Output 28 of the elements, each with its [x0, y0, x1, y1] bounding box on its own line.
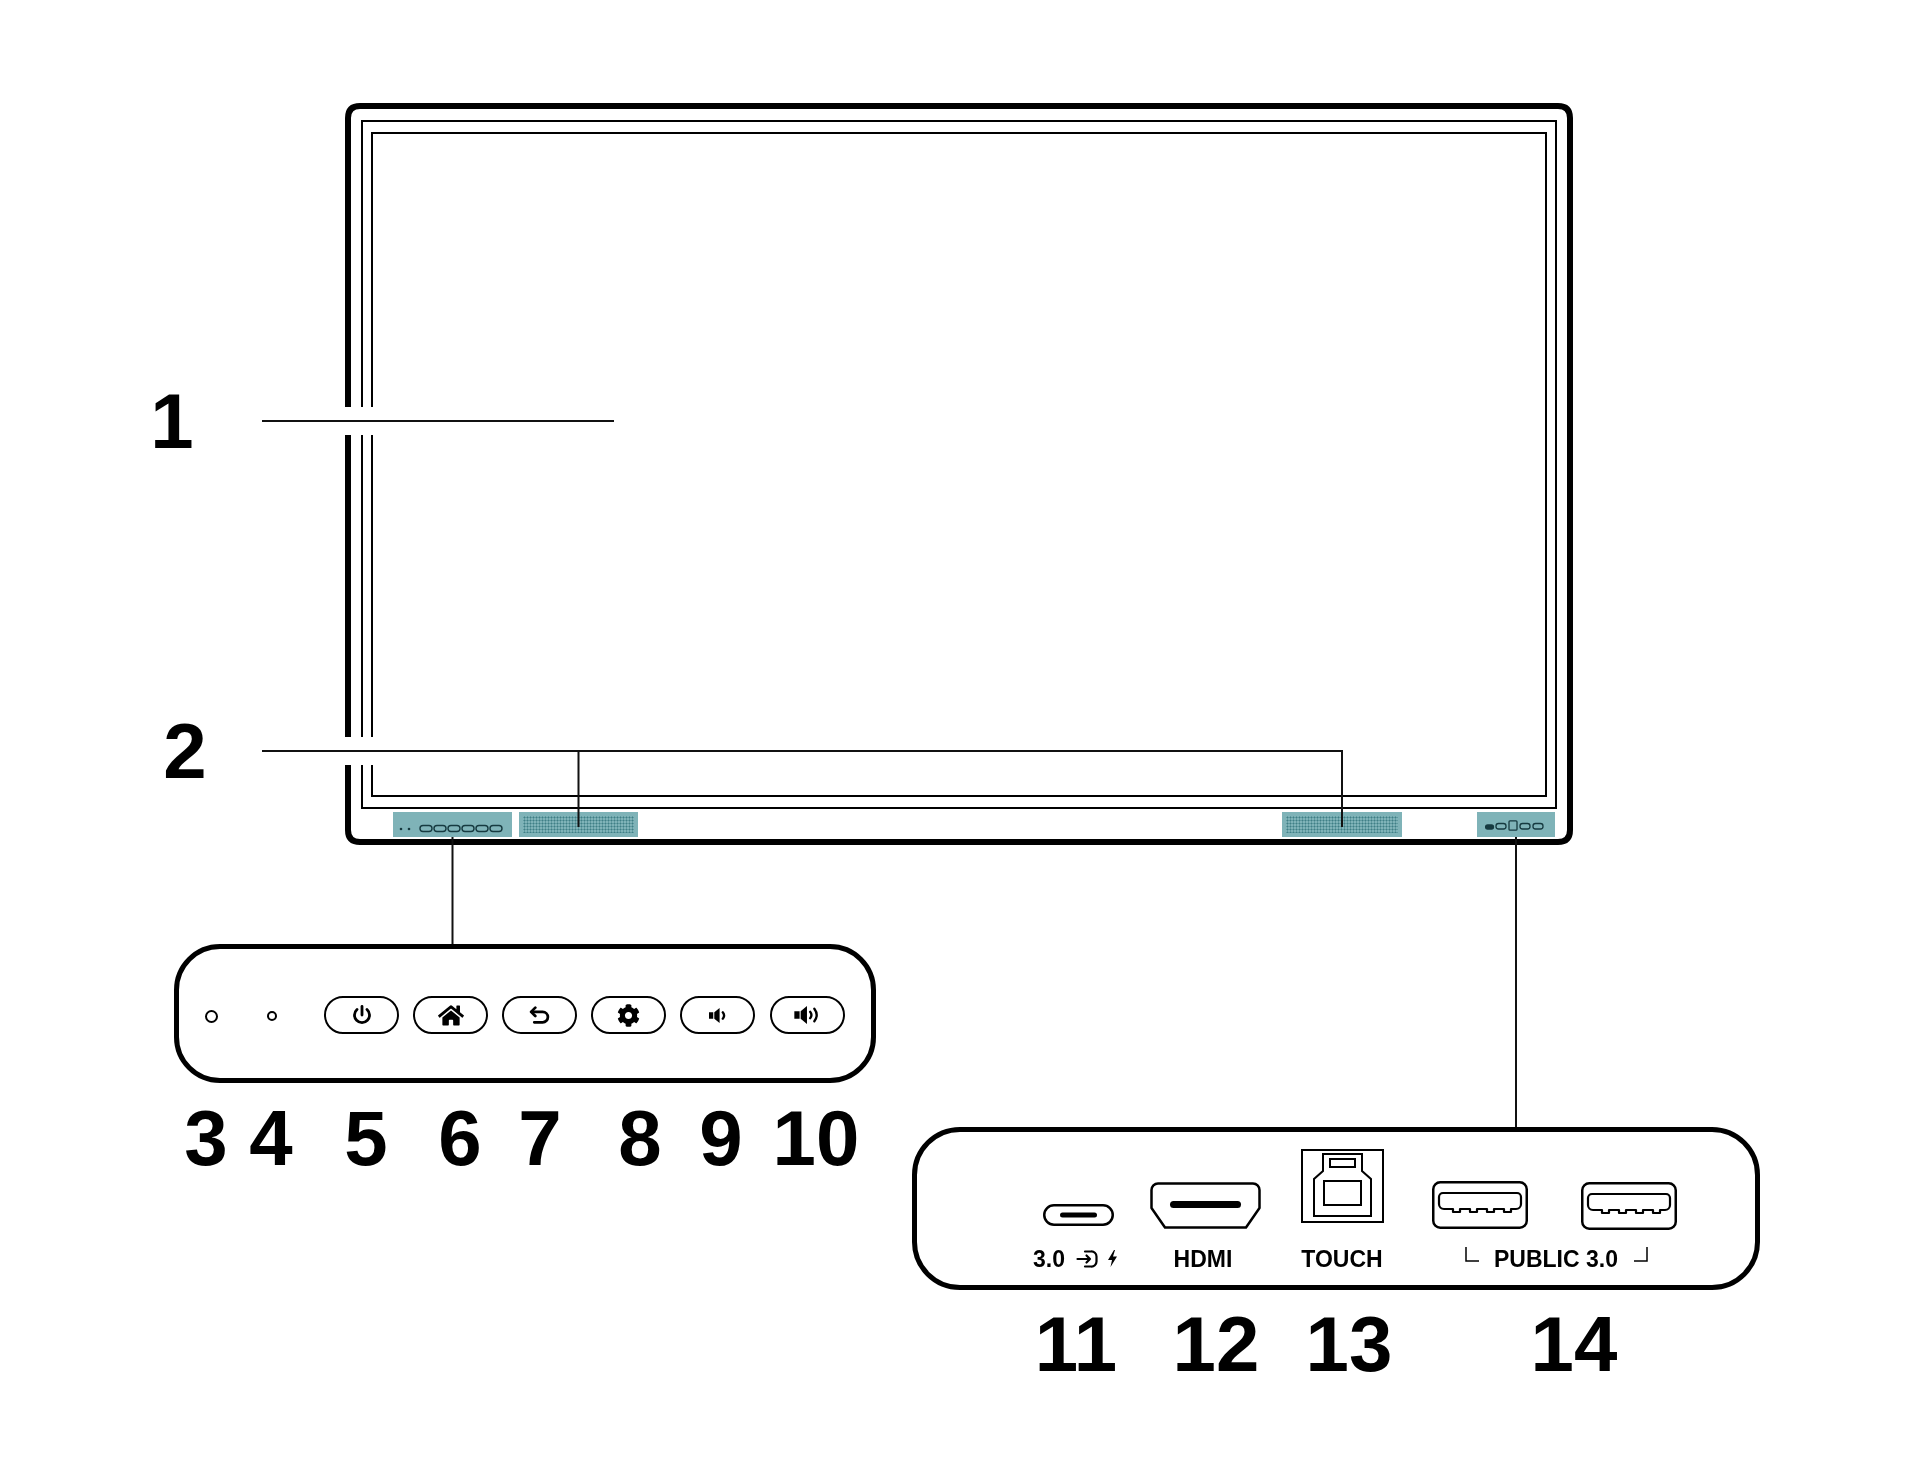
callout-number: 8: [618, 1099, 662, 1177]
leader-line: [1515, 836, 1517, 1128]
callout-number: 14: [1530, 1305, 1618, 1383]
speaker-grille: [1282, 812, 1402, 837]
port-strip: [1477, 812, 1555, 837]
speaker-grille: [519, 812, 638, 837]
port-label: TOUCH: [1301, 1248, 1383, 1271]
callout-number: 12: [1172, 1305, 1260, 1383]
leader-line: [261, 750, 1343, 828]
callout-number: 7: [518, 1099, 562, 1177]
leader-line: [451, 836, 454, 945]
callout-number: 6: [438, 1099, 482, 1177]
callout-number: 10: [772, 1099, 860, 1177]
port-label: HDMI: [1173, 1248, 1233, 1271]
button-panel: [174, 944, 876, 1083]
control-strip: [393, 812, 512, 837]
port-panel: [912, 1127, 1760, 1290]
port-label: PUBLIC 3.0: [1494, 1248, 1618, 1271]
callout-number: 3: [184, 1099, 228, 1177]
callout-number: 5: [344, 1099, 388, 1177]
port-label: 3.0: [1033, 1248, 1065, 1271]
leader-line: [261, 420, 615, 422]
callout-number: 1: [150, 382, 194, 460]
callout-number: 9: [699, 1099, 743, 1177]
callout-number: 11: [1034, 1305, 1118, 1383]
callout-number: 4: [249, 1099, 293, 1177]
callout-number: 13: [1305, 1305, 1393, 1383]
callout-number: 2: [163, 712, 207, 790]
